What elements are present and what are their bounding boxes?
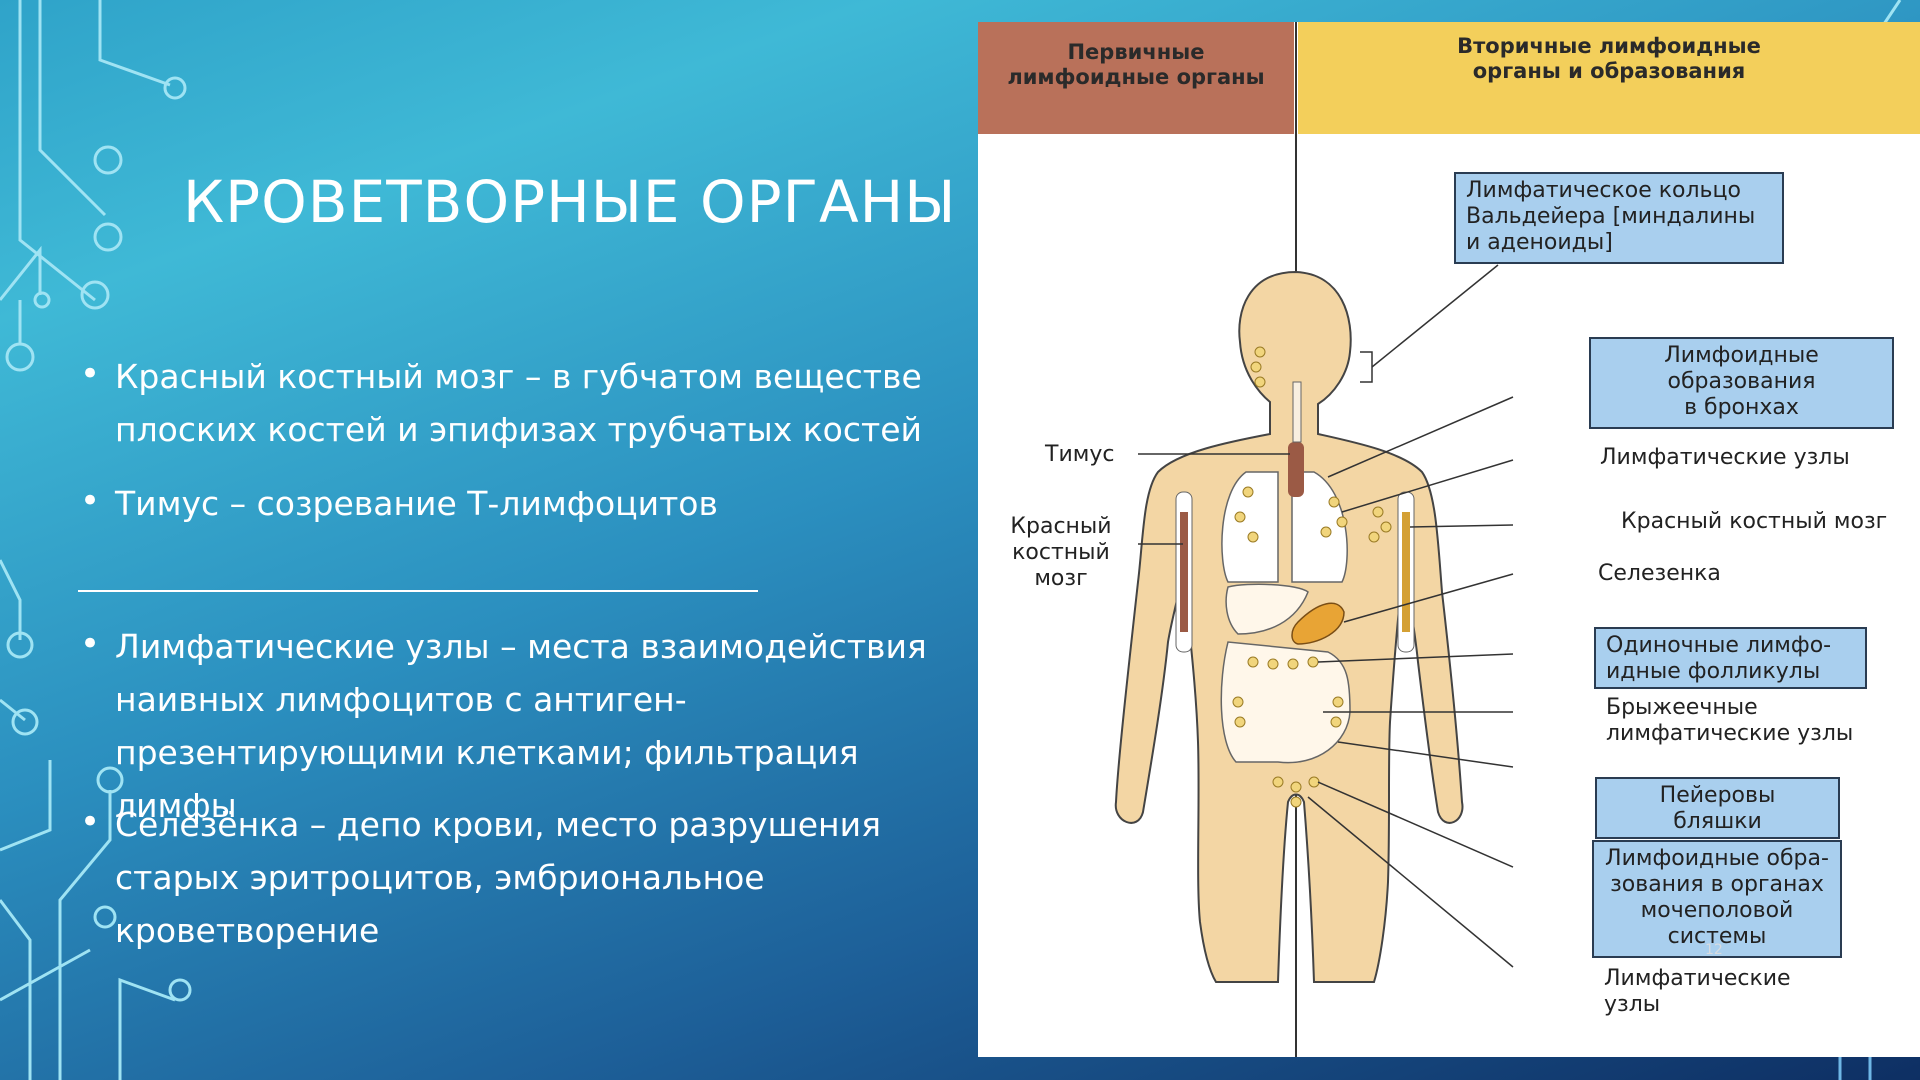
header-line: органы и образования bbox=[1472, 59, 1746, 83]
body-diagram bbox=[1114, 22, 1514, 1057]
header-line: лимфоидные органы bbox=[1007, 65, 1265, 89]
bullet-line: старых эритроцитов, эмбриональное bbox=[115, 858, 765, 897]
label-line: мочеполовой bbox=[1640, 898, 1794, 923]
bullet-bone-marrow: Красный костный мозг – в губчатом вещест… bbox=[80, 348, 980, 456]
bullet-line: кроветворение bbox=[115, 911, 380, 950]
section-divider bbox=[78, 590, 758, 592]
bullet-spleen: Селезёнка – депо крови, место разрушения… bbox=[80, 796, 980, 957]
header-line: Вторичные лимфоидные bbox=[1457, 34, 1761, 58]
label-line: мозг bbox=[1034, 566, 1088, 591]
slide-title: КРОВЕТВОРНЫЕ ОРГАНЫ bbox=[183, 168, 957, 236]
label-line: Лимфоидные обра- bbox=[1605, 846, 1829, 871]
label-red-bone-marrow-right: Красный костный мозг bbox=[1621, 509, 1888, 534]
header-primary-text: Первичные лимфоидные органы bbox=[978, 40, 1294, 90]
box-urogenital-lymphoid: Лимфоидные обра- зования в органах мочеп… bbox=[1592, 840, 1842, 958]
label-line: в бронхах bbox=[1684, 395, 1799, 420]
bullet-line: Тимус – созревание Т-лимфоцитов bbox=[115, 484, 718, 523]
header-line: Первичные bbox=[1067, 40, 1205, 64]
label-line: зования в органах bbox=[1610, 872, 1824, 897]
label-thymus: Тимус bbox=[1045, 442, 1115, 467]
label-line: лимфатические узлы bbox=[1606, 721, 1854, 746]
label-spleen: Селезенка bbox=[1598, 561, 1721, 586]
label-line: Лимфатическое кольцо bbox=[1466, 178, 1741, 203]
label-line: Лимфатические bbox=[1604, 966, 1791, 991]
label-mesenteric-nodes: Брыжеечные лимфатические узлы bbox=[1606, 695, 1853, 747]
header-secondary-text: Вторичные лимфоидные органы и образовани… bbox=[1298, 34, 1920, 84]
box-waldeyer-ring: Лимфатическое кольцо Вальдейера [миндали… bbox=[1454, 172, 1784, 264]
box-bronchial-lymphoid: Лимфоидные образования в бронхах bbox=[1589, 337, 1894, 429]
label-line: Брыжеечные bbox=[1606, 695, 1758, 720]
page-number: 12 bbox=[1705, 942, 1723, 958]
label-line: системы bbox=[1667, 924, 1767, 949]
header-primary bbox=[978, 22, 1294, 134]
label-line: и аденоиды] bbox=[1466, 230, 1613, 255]
box-solitary-follicles: Одиночные лимфо- идные фолликулы bbox=[1594, 627, 1867, 689]
label-line: Красный bbox=[1010, 514, 1112, 539]
bullet-line: Красный костный мозг – в губчатом вещест… bbox=[115, 357, 922, 396]
header-secondary bbox=[1298, 22, 1920, 134]
bullet-line: плоских костей и эпифизах трубчатых кост… bbox=[115, 410, 922, 449]
label-line: бляшки bbox=[1673, 809, 1762, 834]
label-lymph-nodes-bottom: Лимфатические узлы bbox=[1604, 966, 1791, 1018]
label-line: Одиночные лимфо- bbox=[1606, 633, 1832, 658]
box-peyer-patches: Пейеровы бляшки bbox=[1595, 777, 1840, 839]
label-lymph-nodes-top: Лимфатические узлы bbox=[1600, 445, 1850, 470]
label-line: Пейеровы bbox=[1659, 783, 1776, 808]
label-red-bone-marrow-left: Красный костный мозг bbox=[1006, 514, 1116, 592]
label-line: Лимфоидные bbox=[1664, 343, 1819, 368]
label-line: идные фолликулы bbox=[1606, 659, 1821, 684]
label-line: костный bbox=[1012, 540, 1110, 565]
label-line: Вальдейера [миндалины bbox=[1466, 204, 1756, 229]
bullet-thymus: Тимус – созревание Т-лимфоцитов bbox=[80, 475, 980, 530]
lymphoid-organs-figure: Первичные лимфоидные органы Вторичные ли… bbox=[978, 22, 1920, 1057]
bullet-line: Селезёнка – депо крови, место разрушения bbox=[115, 805, 881, 844]
bullet-line: наивных лимфоцитов с антиген- bbox=[115, 680, 687, 719]
label-line: узлы bbox=[1604, 992, 1661, 1017]
label-line: образования bbox=[1667, 369, 1816, 394]
bullet-line: Лимфатические узлы – места взаимодействи… bbox=[115, 627, 927, 666]
